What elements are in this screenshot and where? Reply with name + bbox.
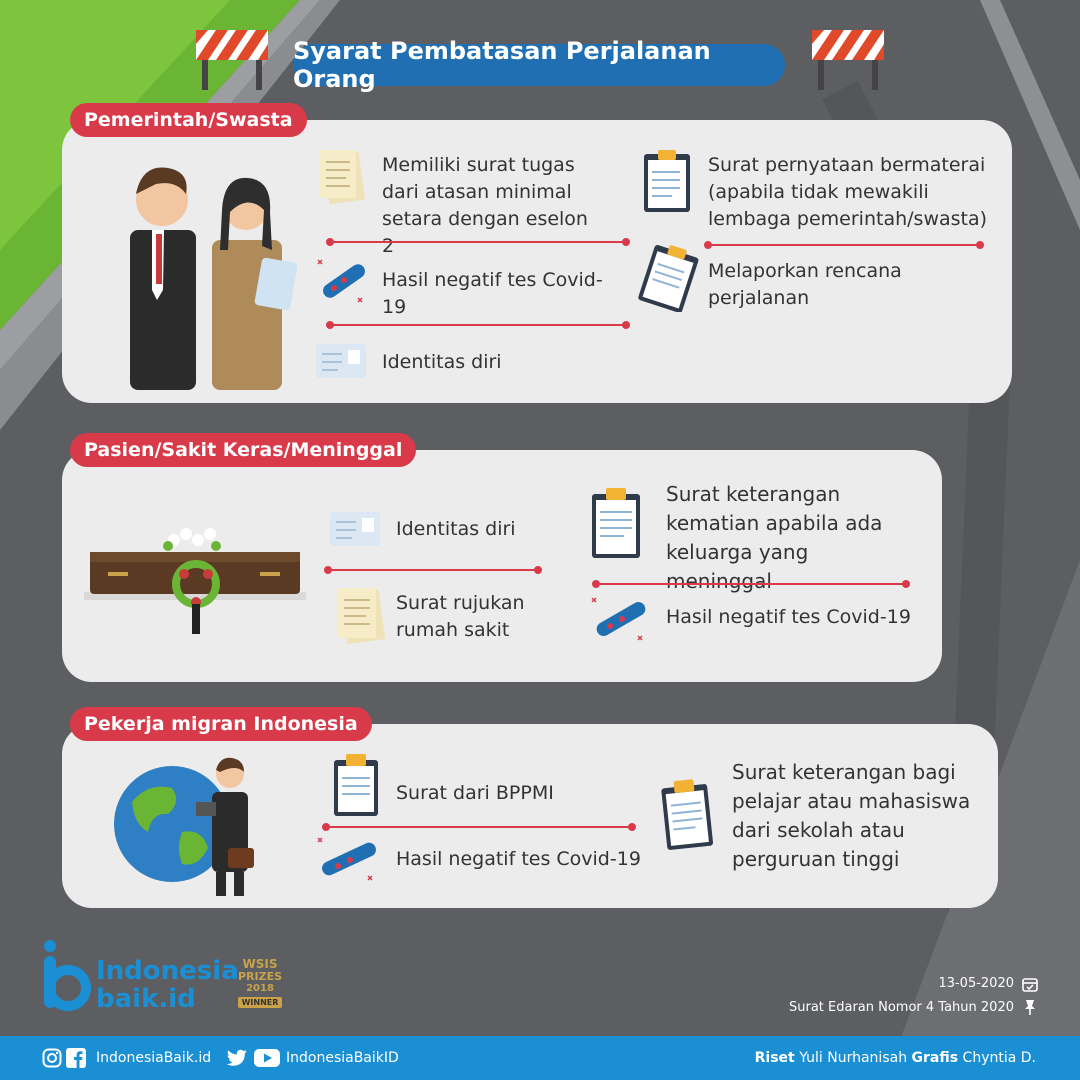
footer-bar [0,1036,1080,1080]
instagram-icon[interactable] [42,1048,62,1068]
award-line1: WSIS [242,957,278,971]
pin-icon [1025,1000,1035,1015]
clipboard-icon [592,488,640,558]
footer-handle-right[interactable]: IndonesiaBaikID [286,1050,399,1066]
award-line2: PRIZES [237,970,283,983]
award-line3: 2018 [246,983,274,994]
test-tube-icon [591,597,646,641]
requirement-student-letter: Surat keterangan bagi pelajar atau mahas… [732,760,971,871]
requirement-bppmi-letter: Surat dari BPPMI [396,782,554,804]
divider-line [326,321,630,329]
coffin-icon [84,528,306,634]
test-tube-icon [317,259,365,303]
indonesiabaik-logo-icon [44,940,91,1011]
divider-line [326,238,630,246]
source-reference: Surat Edaran Nomor 4 Tahun 2020 [788,1000,1014,1015]
section-label-migrant: Pekerja migran Indonesia [70,707,372,741]
clipboard-icon [334,754,378,816]
requirement-assignment-letter: Memiliki surat tugas dari atasan minimal… [382,154,588,257]
divider-line [322,823,636,831]
wsis-award-badge: WSIS PRIZES 2018 WINNER [230,958,290,1022]
requirement-identity: Identitas diri [396,518,516,540]
id-card-icon [330,512,380,546]
test-tube-icon [317,837,376,881]
globe-worker-illustration-icon [114,757,254,896]
road-barrier-icon [812,30,884,90]
clipboard-icon [661,779,714,850]
requirement-covid-test: Hasil negatif tes Covid-19 [382,269,603,318]
logo-text-line2: baik.id [96,984,196,1014]
section-label-government: Pemerintah/Swasta [70,103,307,137]
facebook-icon[interactable] [66,1048,86,1068]
id-card-icon [316,344,366,378]
footer-handle-left[interactable]: IndonesiaBaik.id [96,1050,212,1066]
youtube-icon[interactable] [254,1049,280,1067]
document-papers-icon [338,588,386,645]
divider-line [704,241,984,249]
footer-credits: Riset Yuli Nurhanisah Grafis Chyntia D. [755,1050,1036,1066]
officials-illustration-icon [130,167,298,390]
requirement-hospital-referral: Surat rujukan rumah sakit [396,592,525,641]
clipboard-icon [644,150,690,212]
road-barrier-icon [196,30,268,90]
clipboard-icon [638,244,699,312]
riset-name: Yuli Nurhanisah [799,1050,908,1066]
requirement-covid-test: Hasil negatif tes Covid-19 [396,848,641,870]
section-label-patient: Pasien/Sakit Keras/Meninggal [70,433,417,467]
requirement-travel-plan: Melaporkan rencana perjalanan [708,260,902,309]
divider-line [592,580,910,588]
grafis-label: Grafis [911,1050,959,1066]
publish-date: 13-05-2020 [938,976,1014,991]
requirement-statement-letter: Surat pernyataan bermaterai (apabila tid… [708,154,988,230]
grafis-name: Chyntia D. [962,1050,1036,1066]
twitter-icon[interactable] [226,1049,248,1067]
requirement-identity: Identitas diri [382,351,502,373]
riset-label: Riset [754,1050,795,1066]
calendar-icon [1022,978,1038,992]
requirement-covid-test: Hasil negatif tes Covid-19 [666,606,911,628]
document-papers-icon [320,150,366,205]
divider-line [324,566,542,574]
page-title: Syarat Pembatasan Perjalanan Orang [293,37,785,93]
logo-text-line1: Indonesia [96,956,239,986]
award-line4: WINNER [238,997,282,1008]
requirement-death-certificate: Surat keterangan kematian apabila ada ke… [666,482,883,593]
